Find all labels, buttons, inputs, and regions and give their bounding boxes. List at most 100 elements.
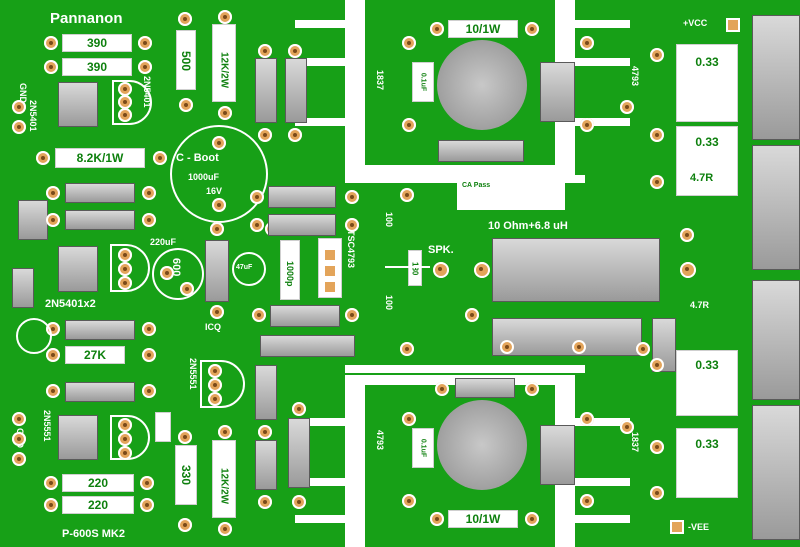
resistor-10-top: 10/1W <box>448 20 518 38</box>
pad <box>650 486 664 500</box>
component-block <box>65 210 135 230</box>
transistor-bank <box>540 425 575 485</box>
q-2n5551-mid-label: 2N5551 <box>188 358 198 390</box>
component-block <box>260 335 355 357</box>
pad <box>142 213 156 227</box>
spk-pad <box>433 262 449 278</box>
r47b-label: 4.7R <box>690 300 710 310</box>
q-2n5401-right-label: 2N5401 <box>142 76 152 108</box>
pad <box>250 218 264 232</box>
component-block <box>255 58 277 123</box>
transistor-bank <box>540 62 575 122</box>
pad <box>402 494 416 508</box>
cap-big-bottom <box>437 400 527 490</box>
component-block <box>268 214 336 236</box>
pad <box>46 384 60 398</box>
component-block <box>288 418 310 488</box>
pad <box>46 348 60 362</box>
center-band <box>345 175 585 183</box>
component-block <box>65 320 135 340</box>
transistor-outline <box>112 80 152 125</box>
component-block <box>268 186 336 208</box>
transistor-outline <box>110 415 150 460</box>
ca-pass-box <box>457 180 565 210</box>
pad <box>430 22 444 36</box>
pad <box>138 60 152 74</box>
pad <box>44 476 58 490</box>
transistor-2n5401 <box>58 82 98 127</box>
cap-circle <box>16 318 52 354</box>
cap-small-bot: 0.1uF <box>412 428 434 468</box>
pad <box>36 151 50 165</box>
fin <box>295 418 345 426</box>
coil-block <box>492 238 660 302</box>
cap-220uf <box>152 248 204 300</box>
pad <box>142 348 156 362</box>
pad <box>435 382 449 396</box>
component-block <box>65 382 135 402</box>
cap-small-top: 0.1uF <box>412 62 434 102</box>
pad <box>153 151 167 165</box>
pad <box>680 228 694 242</box>
pad <box>118 108 132 122</box>
q-2n5401-label: 2N5401 <box>28 100 38 132</box>
pad <box>140 498 154 512</box>
center-band-low <box>345 365 585 373</box>
pad <box>218 106 232 120</box>
pin <box>323 264 337 278</box>
resistor-033-2: 0.33 <box>676 126 738 196</box>
pad <box>402 118 416 132</box>
pad <box>250 190 264 204</box>
pad <box>500 340 514 354</box>
resistor-12k-top: 12K/2W <box>212 24 236 102</box>
pad <box>44 60 58 74</box>
cap-10uf-small <box>155 412 171 442</box>
r100b-label: 100 <box>384 295 394 311</box>
pad <box>258 495 272 509</box>
pad <box>402 412 416 426</box>
coil-block-lower <box>492 318 642 356</box>
cap-1000p: 1000p <box>280 240 300 300</box>
pad <box>580 36 594 50</box>
pad <box>12 432 26 446</box>
pad <box>580 118 594 132</box>
pad <box>118 82 132 96</box>
pad <box>252 308 266 322</box>
pad <box>650 128 664 142</box>
component-block <box>255 440 277 490</box>
brand-title: Pannanon <box>50 10 123 27</box>
transistor-2n5551 <box>58 415 98 460</box>
ca-pass-label: CA Pass <box>462 182 491 189</box>
pad <box>140 476 154 490</box>
cboot-voltage: 16V <box>206 186 223 196</box>
pad <box>525 512 539 526</box>
fin <box>575 418 630 426</box>
fin <box>295 515 345 523</box>
pad <box>258 425 272 439</box>
pad <box>12 412 26 426</box>
pad <box>258 44 272 58</box>
t1837-top-label: 1837 <box>375 70 385 91</box>
resistor-8k2: 8.2K/1W <box>55 148 145 168</box>
pad <box>46 186 60 200</box>
pad <box>650 358 664 372</box>
resistor-033-1: 0.33 <box>676 44 738 122</box>
coil-label: 10 Ohm+6.8 uH <box>488 220 568 232</box>
pad <box>212 198 226 212</box>
q-2n5401x2-label: 2N5401x2 <box>45 298 96 310</box>
pad <box>465 308 479 322</box>
pad <box>620 100 634 114</box>
transistor-2n5401x2 <box>58 246 98 292</box>
fin <box>575 515 630 523</box>
fin <box>575 478 630 486</box>
resistor-033-3: 0.33 <box>676 350 738 416</box>
pad <box>178 430 192 444</box>
pad <box>118 248 132 262</box>
pad <box>142 384 156 398</box>
pad <box>572 340 586 354</box>
heatsink-right <box>752 15 800 140</box>
pad <box>292 495 306 509</box>
trace <box>385 266 430 268</box>
pad <box>118 95 132 109</box>
resistor-220-b: 220 <box>62 496 134 514</box>
